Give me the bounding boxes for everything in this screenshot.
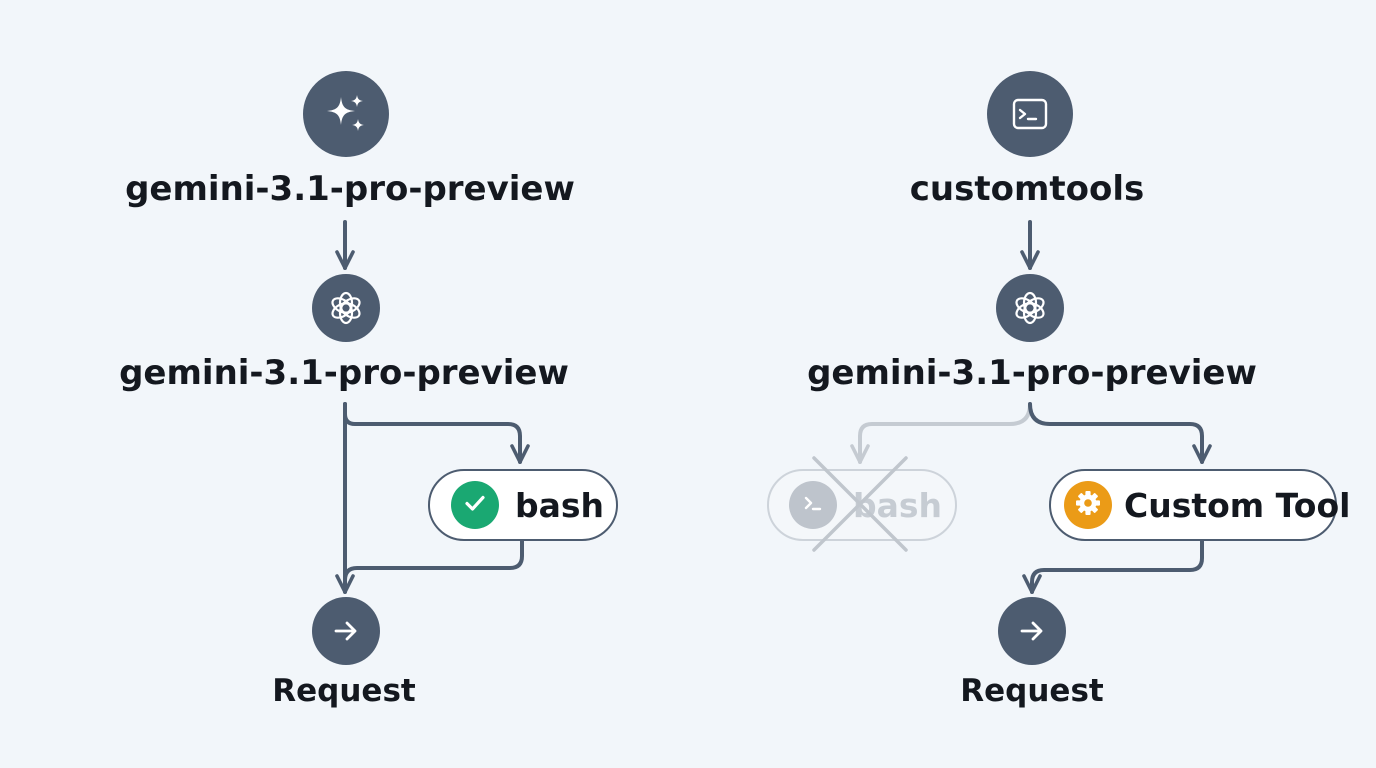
- tool-status-badge: [789, 481, 837, 529]
- left-model-node: [312, 274, 380, 342]
- left-target-label: Request: [272, 673, 416, 709]
- right-tool-custom: Custom Tool: [1049, 469, 1350, 541]
- left-source-label: gemini-3.1-pro-preview: [125, 169, 575, 209]
- tool-status-badge: [1064, 481, 1112, 529]
- right-target-label: Request: [960, 673, 1104, 709]
- tool-label: bash: [515, 485, 605, 525]
- openai-logo-icon: [1010, 288, 1050, 328]
- gear-icon: [1073, 488, 1103, 522]
- left-connector-model-to-bash: [343, 402, 530, 464]
- right-source-label: customtools: [909, 169, 1145, 209]
- right-tool-bash-disabled: bash: [767, 469, 957, 541]
- right-connector-model-to-disabled-bash: [850, 402, 1032, 464]
- right-target-node: [998, 597, 1066, 665]
- right-connector-custom-tool-to-request: [1022, 538, 1204, 594]
- sparkle-icon: [321, 89, 371, 139]
- right-source-node: [987, 71, 1073, 157]
- terminal-icon: [1009, 93, 1051, 135]
- left-model-label: gemini-3.1-pro-preview: [119, 353, 569, 393]
- left-source-node: [303, 71, 389, 157]
- openai-logo-icon: [326, 288, 366, 328]
- terminal-icon: [799, 489, 827, 521]
- right-model-label: gemini-3.1-pro-preview: [807, 353, 1257, 393]
- tool-status-badge: [451, 481, 499, 529]
- arrow-right-icon: [328, 613, 364, 649]
- check-icon: [462, 490, 488, 520]
- left-target-node: [312, 597, 380, 665]
- left-connector-bash-to-request: [343, 538, 524, 582]
- right-connector-model-to-custom-tool: [1028, 402, 1212, 464]
- tool-label: Custom Tool: [1124, 485, 1351, 525]
- arrow-right-icon: [1014, 613, 1050, 649]
- left-tool-bash: bash: [428, 469, 618, 541]
- tool-label: bash: [853, 485, 943, 525]
- right-model-node: [996, 274, 1064, 342]
